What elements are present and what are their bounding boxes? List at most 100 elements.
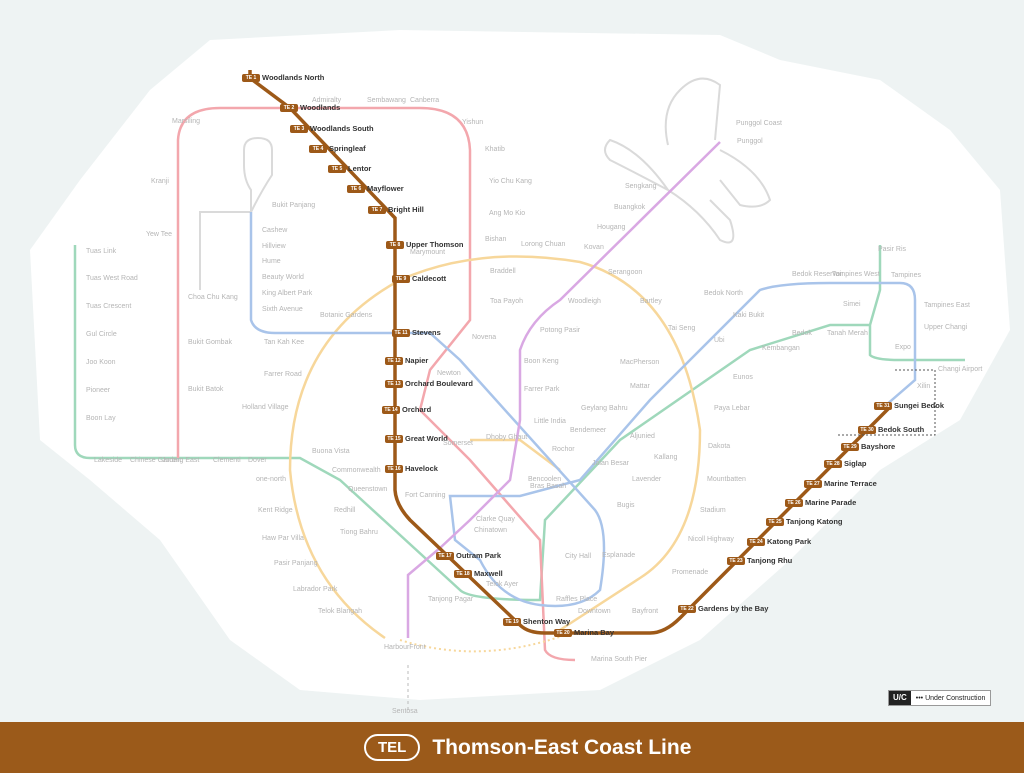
tel-station-name[interactable]: Stevens (412, 328, 441, 337)
tel-station-name[interactable]: Marine Parade (805, 498, 857, 507)
tel-station-name[interactable]: Marina Bay (574, 628, 615, 637)
station-name: Hume (262, 258, 281, 265)
station-name: Tan Kah Kee (264, 339, 305, 346)
tel-station-code[interactable]: TE 27 (804, 480, 822, 488)
station-name: Serangoon (608, 269, 643, 276)
tel-station-code[interactable]: TE 15 (385, 435, 403, 443)
tel-station-code[interactable]: TE 30 (858, 426, 876, 434)
tel-station-name[interactable]: Orchard (402, 405, 432, 414)
station-name: Changi Airport (938, 366, 983, 373)
tel-station-name[interactable]: Woodlands South (310, 124, 374, 133)
tel-station-code[interactable]: TE 26 (785, 499, 803, 507)
tel-station-code[interactable]: TE 5 (328, 165, 346, 173)
station-name: Kembangan (762, 345, 800, 352)
tel-station-name[interactable]: Woodlands North (262, 73, 325, 82)
tel-station-name[interactable]: Lentor (348, 164, 372, 173)
tel-station-name[interactable]: Tanjong Katong (786, 517, 843, 526)
tel-station-code[interactable]: TE 2 (280, 104, 298, 112)
tel-station-code[interactable]: TE 6 (347, 185, 365, 193)
tel-station-name[interactable]: Bayshore (861, 442, 896, 451)
tel-station-code[interactable]: TE 14 (382, 406, 400, 414)
station-name: Clarke Quay (476, 516, 515, 523)
tel-station-code[interactable]: TE 9 (392, 275, 410, 283)
tel-station-name[interactable]: Mayflower (367, 184, 404, 193)
tel-station-name[interactable]: Havelock (405, 464, 438, 473)
station-name: Dakota (708, 443, 731, 450)
tel-station-name[interactable]: Napier (405, 356, 429, 365)
tel-station-code[interactable]: TE 1 (242, 74, 260, 82)
station-name: Bedok North (704, 290, 743, 297)
station-name: Kaki Bukit (733, 312, 765, 319)
station-name: Novena (472, 334, 497, 341)
tel-station-code[interactable]: TE 4 (309, 145, 327, 153)
station-name: Raffles Place (556, 596, 598, 603)
tel-station-code[interactable]: TE 19 (503, 618, 521, 626)
station-name: Punggol Coast (736, 120, 782, 127)
tel-station-code[interactable]: TE 31 (874, 402, 892, 410)
tel-station-name[interactable]: Orchard Boulevard (405, 379, 473, 388)
station-name: Marsiling (172, 118, 201, 125)
station-name: Stadium (700, 507, 726, 514)
station-name: Botanic Gardens (320, 312, 373, 319)
station-name: Expo (895, 344, 911, 351)
station-name: Ang Mo Kio (489, 210, 526, 217)
station-name: Chinese Garden (130, 457, 181, 464)
station-name: Bendemeer (570, 427, 607, 434)
tel-station-code[interactable]: TE 18 (454, 570, 472, 578)
station-name: Fort Canning (405, 492, 446, 499)
tel-station-name[interactable]: Katong Park (767, 537, 812, 546)
tel-station-code[interactable]: TE 29 (841, 443, 859, 451)
station-name: Little India (534, 418, 566, 425)
tel-station-name[interactable]: Shenton Way (523, 617, 571, 626)
tel-station-code[interactable]: TE 17 (436, 552, 454, 560)
tel-station-code[interactable]: TE 7 (368, 206, 386, 214)
tel-station-code[interactable]: TE 13 (385, 380, 403, 388)
tel-station-code[interactable]: TE 8 (386, 241, 404, 249)
tel-station-name[interactable]: Maxwell (474, 569, 503, 578)
tel-station-name[interactable]: Tanjong Rhu (747, 556, 793, 565)
station-name: Lakeside (94, 457, 123, 464)
tel-station-code[interactable]: TE 11 (392, 329, 410, 337)
tel-station-name[interactable]: Caldecott (412, 274, 447, 283)
station-name: Kent Ridge (258, 507, 293, 514)
tel-station-code[interactable]: TE 12 (385, 357, 403, 365)
station-name: Tanah Merah (827, 330, 868, 337)
tel-station-code[interactable]: TE 23 (727, 557, 745, 565)
station-name: Bugis (617, 502, 635, 509)
tel-station-code[interactable]: TE 16 (385, 465, 403, 473)
tel-station-code[interactable]: TE 20 (554, 629, 572, 637)
station-name: one-north (256, 476, 286, 483)
tel-station-code[interactable]: TE 28 (824, 460, 842, 468)
station-name: MacPherson (620, 359, 660, 366)
station-name: Yew Tee (146, 231, 173, 238)
station-name: Braddell (490, 268, 516, 275)
station-name: Sembawang (367, 97, 406, 104)
station-name: King Albert Park (262, 290, 313, 297)
tel-station-code[interactable]: TE 22 (678, 605, 696, 613)
tel-line (248, 70, 892, 635)
station-name: Boon Lay (86, 415, 116, 422)
station-name: Hillview (262, 243, 286, 250)
tel-station-name[interactable]: Gardens by the Bay (698, 604, 769, 613)
station-name: Chinatown (474, 527, 508, 534)
tel-station-name[interactable]: Great World (405, 434, 448, 443)
station-name: Promenade (672, 569, 709, 576)
tel-station-code[interactable]: TE 24 (747, 538, 765, 546)
tel-station-name[interactable]: Springleaf (329, 144, 366, 153)
tel-station-code[interactable]: TE 25 (766, 518, 784, 526)
tel-station-name[interactable]: Marine Terrace (824, 479, 877, 488)
station-name: Buangkok (614, 204, 646, 211)
station-name: Bras Basah (530, 483, 567, 490)
tel-station-code[interactable]: TE 3 (290, 125, 308, 133)
tel-station-name[interactable]: Bright Hill (388, 205, 424, 214)
tel-station-name[interactable]: Outram Park (456, 551, 502, 560)
station-name: Bencoolen (528, 476, 562, 483)
station-name: Kranji (151, 178, 169, 185)
station-name: Lorong Chuan (521, 241, 566, 248)
tel-station-name[interactable]: Woodlands (300, 103, 341, 112)
tel-station-name[interactable]: Sungei Bedok (894, 401, 945, 410)
tel-station-name[interactable]: Siglap (844, 459, 867, 468)
tel-station-name[interactable]: Upper Thomson (406, 240, 464, 249)
tel-station-name[interactable]: Bedok South (878, 425, 925, 434)
lrt-lines (199, 77, 772, 290)
